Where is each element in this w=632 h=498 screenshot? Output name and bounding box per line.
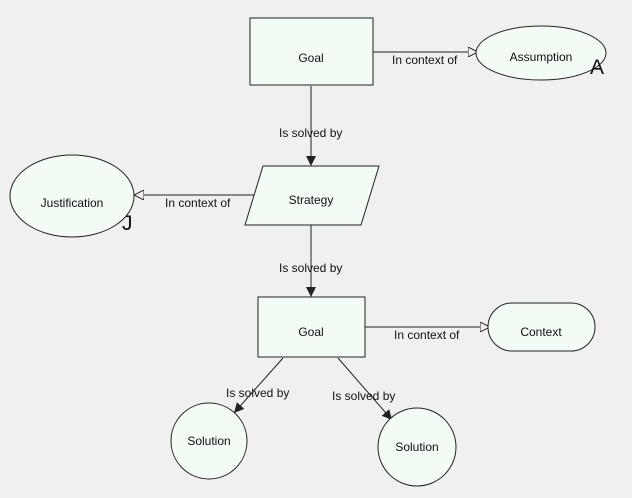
edge-label-strategy-justification: In context of (165, 196, 231, 210)
strategy-label: Strategy (289, 193, 334, 207)
goal-node-top[interactable]: Goal (249, 17, 374, 86)
justification-node[interactable]: Justification J (9, 154, 135, 238)
assumption-node[interactable]: Assumption A (475, 25, 607, 81)
edge-label-goal-assumption: In context of (392, 53, 458, 67)
context-node[interactable]: Context (487, 302, 596, 352)
justification-label: Justification (41, 196, 104, 210)
solution-right-label: Solution (395, 440, 438, 454)
justification-marker: J (122, 212, 133, 235)
goal-top-label: Goal (298, 51, 323, 65)
assumption-label: Assumption (510, 50, 573, 64)
edge-label-goal-solution-right: Is solved by (332, 389, 395, 403)
edge-goal-solution-left (233, 357, 284, 414)
strategy-node[interactable]: Strategy (244, 165, 380, 226)
goal-node-mid[interactable]: Goal (257, 296, 366, 358)
edge-label-goal-strategy: Is solved by (279, 126, 342, 140)
edge-goal-solution-right (337, 357, 393, 421)
solution-left-label: Solution (187, 434, 230, 448)
edge-label-strategy-goal: Is solved by (279, 261, 342, 275)
solution-node-left[interactable]: Solution (170, 402, 248, 480)
context-label: Context (520, 325, 562, 339)
assumption-marker: A (590, 56, 604, 79)
edge-label-goal-context: In context of (394, 328, 460, 342)
goal-mid-label: Goal (298, 325, 323, 339)
solution-node-right[interactable]: Solution (377, 407, 457, 487)
edge-label-goal-solution-left: Is solved by (226, 386, 289, 400)
